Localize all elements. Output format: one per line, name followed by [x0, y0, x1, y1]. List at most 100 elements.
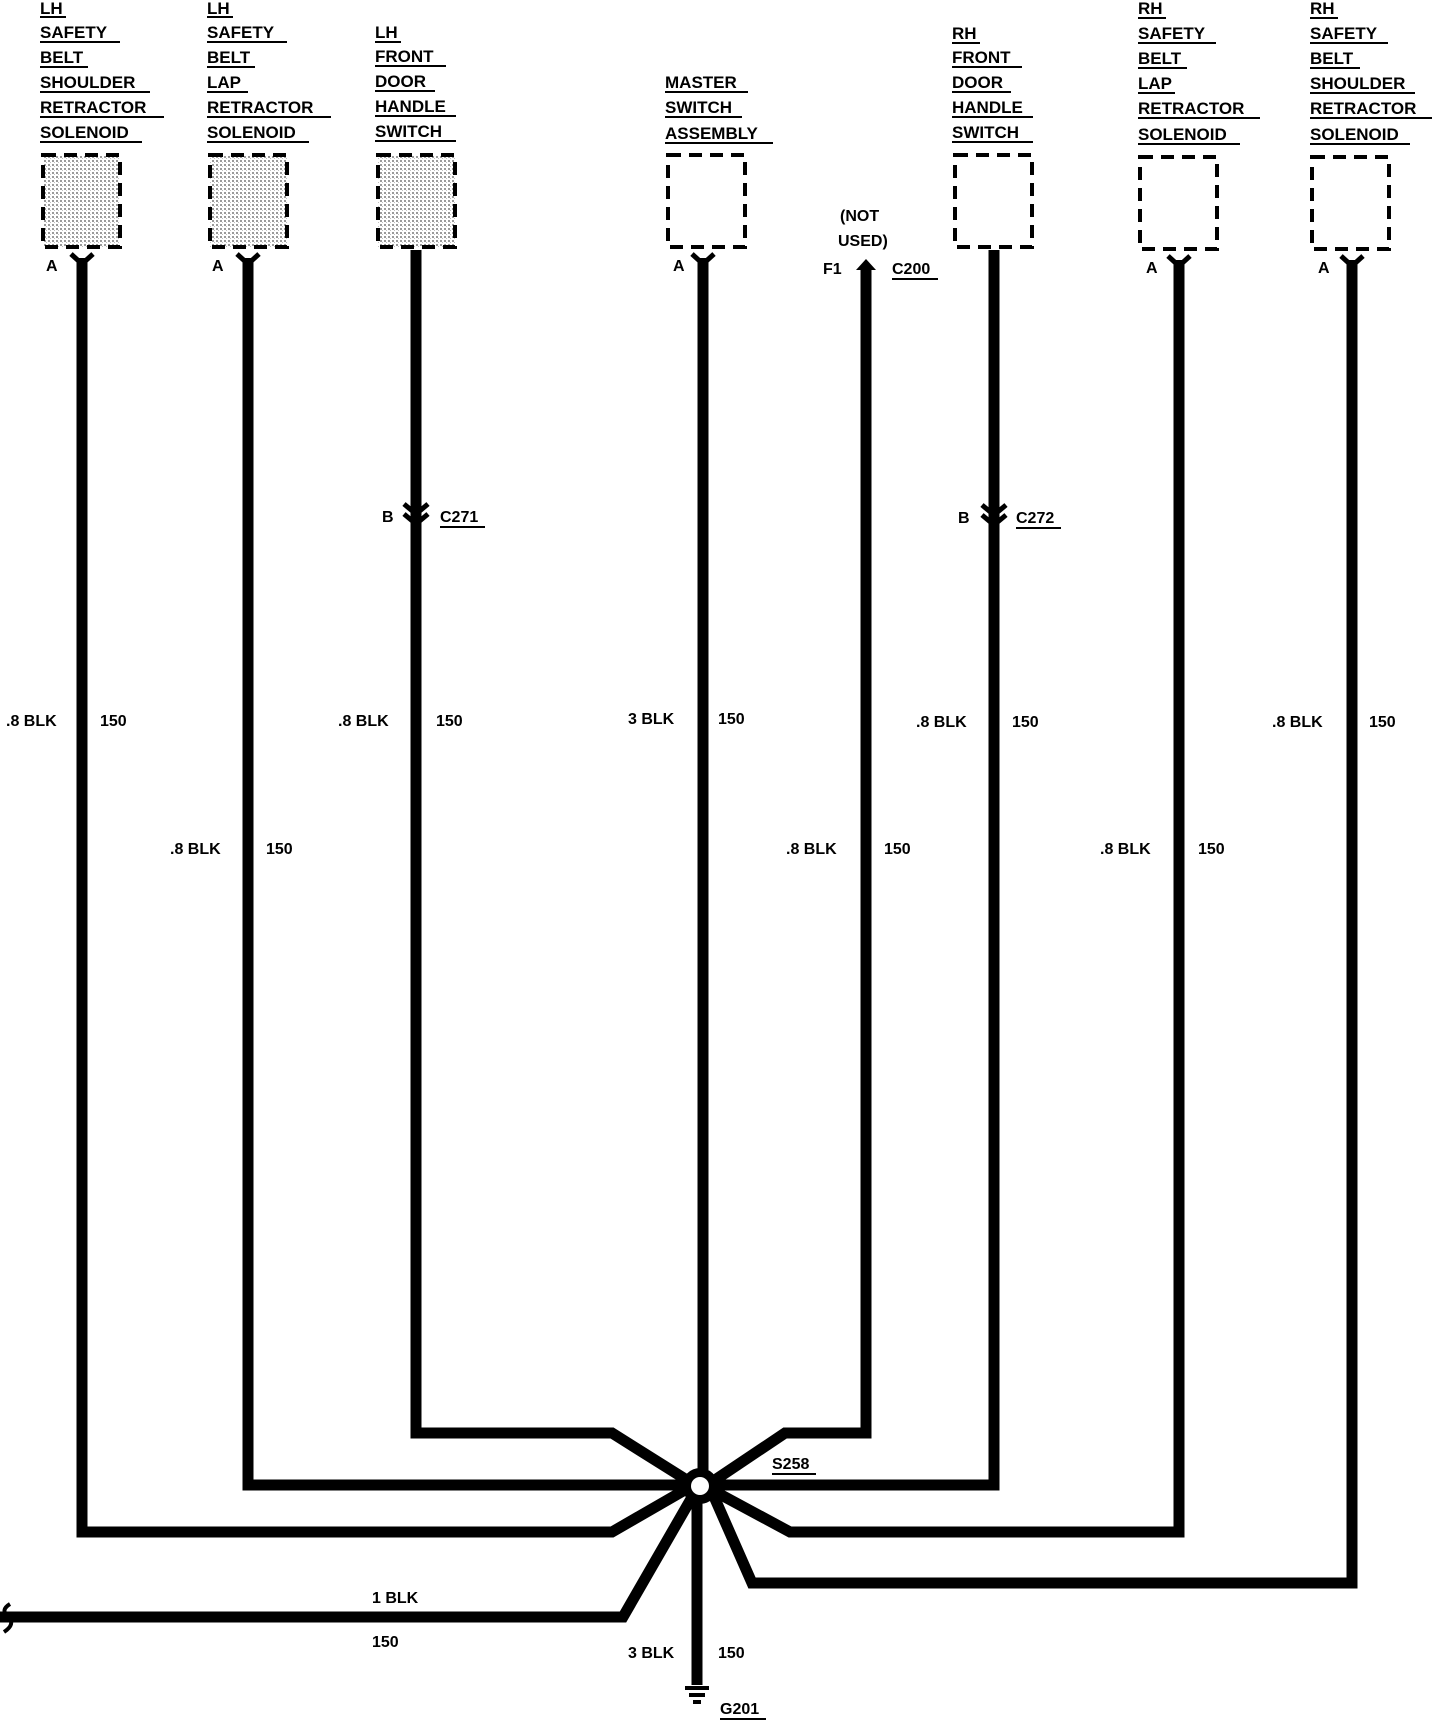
wire-rh-shoulder: [706, 260, 1358, 1589]
svg-text:SWITCH: SWITCH: [375, 122, 442, 141]
wire-rh-lap: [709, 260, 1185, 1538]
svg-text:150: 150: [718, 1645, 745, 1662]
svg-text:BELT: BELT: [1310, 49, 1354, 68]
svg-text:LH: LH: [40, 0, 63, 18]
svg-text:RH: RH: [1138, 0, 1163, 18]
svg-text:DOOR: DOOR: [952, 73, 1003, 92]
svg-text:SAFETY: SAFETY: [207, 23, 275, 42]
svg-text:SOLENOID: SOLENOID: [1310, 125, 1399, 144]
svg-text:.8 BLK: .8 BLK: [1100, 841, 1151, 858]
master-switch-box: [666, 153, 747, 249]
svg-text:.8 BLK: .8 BLK: [6, 713, 57, 730]
svg-text:BELT: BELT: [207, 48, 251, 67]
component-rh-shoulder-label: RH SAFETY BELT SHOULDER RETRACTOR SOLENO…: [1310, 0, 1416, 144]
label-underlines: [40, 16, 1432, 145]
svg-text:SOLENOID: SOLENOID: [207, 123, 296, 142]
svg-text:LAP: LAP: [1138, 74, 1172, 93]
svg-text:RH: RH: [1310, 0, 1335, 18]
svg-text:.8 BLK: .8 BLK: [170, 841, 221, 858]
wire-not-used: [708, 268, 872, 1487]
svg-text:SAFETY: SAFETY: [1310, 24, 1378, 43]
component-lh-door-label: LH FRONT DOOR HANDLE SWITCH: [375, 23, 446, 141]
wires: [0, 250, 1358, 1685]
svg-text:HANDLE: HANDLE: [375, 97, 446, 116]
svg-text:RETRACTOR: RETRACTOR: [1138, 99, 1244, 118]
svg-text:1 BLK: 1 BLK: [372, 1590, 419, 1607]
svg-text:C271: C271: [440, 509, 478, 526]
svg-text:RETRACTOR: RETRACTOR: [1310, 99, 1416, 118]
ground-g201: G201: [685, 1686, 766, 1720]
svg-text:3 BLK: 3 BLK: [628, 1645, 675, 1662]
rh-door-switch-box: [953, 153, 1034, 249]
svg-text:SHOULDER: SHOULDER: [1310, 74, 1405, 93]
component-boxes: [41, 153, 1391, 251]
component-master-label: MASTER SWITCH ASSEMBLY: [665, 73, 759, 143]
svg-text:RH: RH: [952, 24, 977, 43]
svg-text:150: 150: [884, 841, 911, 858]
rh-lap-solenoid-box: [1138, 155, 1219, 251]
pin-labels: A A A A A: [46, 258, 1330, 277]
svg-text:150: 150: [718, 711, 745, 728]
svg-text:SOLENOID: SOLENOID: [40, 123, 129, 142]
svg-text:.8 BLK: .8 BLK: [1272, 714, 1323, 731]
inline-connector-c271: B C271: [382, 502, 485, 528]
svg-text:B: B: [958, 510, 970, 527]
svg-text:A: A: [673, 258, 685, 275]
svg-text:.8 BLK: .8 BLK: [786, 841, 837, 858]
svg-text:BELT: BELT: [40, 48, 84, 67]
lh-shoulder-terminal: [69, 252, 95, 268]
svg-text:.8 BLK: .8 BLK: [338, 713, 389, 730]
svg-text:(NOT: (NOT: [840, 208, 879, 225]
svg-text:DOOR: DOOR: [375, 72, 426, 91]
master-terminal: [690, 252, 716, 268]
svg-text:A: A: [46, 258, 58, 275]
wire-continuation-icon: [2, 1602, 14, 1634]
wire-labels: .8 BLK 150 .8 BLK 150 .8 BLK 150 3 BLK 1…: [6, 711, 1396, 1662]
svg-text:A: A: [212, 258, 224, 275]
lh-lap-solenoid-box: [208, 153, 289, 249]
svg-text:F1: F1: [823, 261, 842, 278]
terminal-chevrons: [69, 252, 1365, 270]
svg-text:SOLENOID: SOLENOID: [1138, 125, 1227, 144]
svg-text:RETRACTOR: RETRACTOR: [207, 98, 313, 117]
not-used-connector: (NOT USED) F1 C200: [823, 208, 938, 280]
wire-rh-door: [716, 250, 1000, 1491]
component-lh-lap-label: LH SAFETY BELT LAP RETRACTOR SOLENOID: [207, 0, 313, 142]
wire-lh-shoulder: [76, 258, 693, 1538]
svg-text:150: 150: [436, 713, 463, 730]
rh-shoulder-terminal: [1339, 254, 1365, 270]
svg-text:150: 150: [1012, 714, 1039, 731]
wire-lh-lap: [242, 258, 690, 1491]
rh-lap-terminal: [1166, 254, 1192, 270]
inline-connector-c272: B C272: [958, 503, 1061, 529]
rh-shoulder-solenoid-box: [1310, 155, 1391, 251]
svg-text:C200: C200: [892, 261, 930, 278]
component-rh-lap-label: RH SAFETY BELT LAP RETRACTOR SOLENOID: [1138, 0, 1244, 144]
svg-text:SAFETY: SAFETY: [40, 23, 108, 42]
lh-door-switch-box: [376, 153, 457, 249]
svg-text:3 BLK: 3 BLK: [628, 711, 675, 728]
svg-text:B: B: [382, 509, 394, 526]
svg-text:SAFETY: SAFETY: [1138, 24, 1206, 43]
lh-shoulder-solenoid-box: [41, 153, 122, 249]
svg-text:HANDLE: HANDLE: [952, 98, 1023, 117]
svg-text:MASTER: MASTER: [665, 73, 737, 92]
svg-text:150: 150: [372, 1634, 399, 1651]
svg-text:150: 150: [1198, 841, 1225, 858]
component-lh-shoulder-label: LH SAFETY BELT SHOULDER RETRACTOR SOLENO…: [40, 0, 146, 142]
component-rh-door-label: RH FRONT DOOR HANDLE SWITCH: [952, 24, 1023, 142]
svg-text:BELT: BELT: [1138, 49, 1182, 68]
svg-text:USED): USED): [838, 233, 888, 250]
svg-text:A: A: [1146, 260, 1158, 277]
splice-s258: S258: [682, 1456, 816, 1504]
svg-text:150: 150: [1369, 714, 1396, 731]
svg-text:SWITCH: SWITCH: [952, 123, 1019, 142]
svg-text:SWITCH: SWITCH: [665, 98, 732, 117]
svg-text:150: 150: [100, 713, 127, 730]
wire-lh-door: [410, 250, 693, 1487]
ground-icon: [685, 1686, 709, 1704]
svg-text:FRONT: FRONT: [375, 47, 434, 66]
c200-arrow-icon: [856, 259, 876, 270]
svg-text:FRONT: FRONT: [952, 48, 1011, 67]
